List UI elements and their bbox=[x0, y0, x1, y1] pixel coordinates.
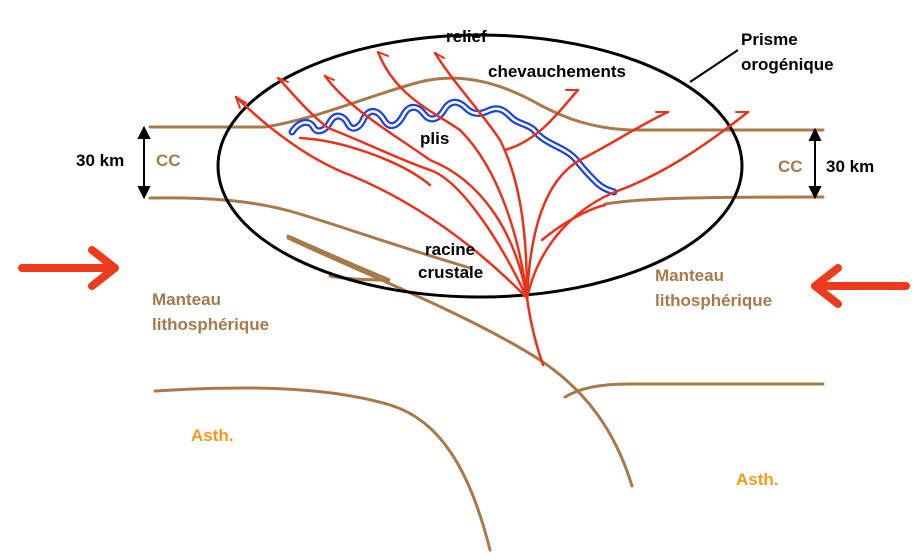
prism-ellipse bbox=[218, 35, 742, 297]
racine-label-line2: crustale bbox=[418, 263, 483, 282]
thickness-arrowhead-left-bottom bbox=[139, 187, 149, 197]
prisme-leader-line bbox=[690, 50, 738, 82]
relief-label: relief bbox=[446, 27, 487, 46]
thickness-markers bbox=[139, 128, 820, 197]
mantle-label-right-line2: lithosphérique bbox=[655, 291, 772, 310]
asthenosphere-label-right: Asth. bbox=[736, 470, 779, 489]
fault-10 bbox=[542, 205, 605, 240]
subducted-crust-sliver bbox=[288, 236, 390, 280]
thickness-label-left: 30 km bbox=[76, 151, 124, 170]
asthenosphere-label-left: Asth. bbox=[191, 426, 234, 445]
compression-arrow-left bbox=[22, 250, 115, 286]
continental-crust-label-left: CC bbox=[156, 151, 181, 170]
lithosphere-base-left bbox=[155, 388, 490, 550]
thrust-faults bbox=[236, 52, 748, 365]
lithosphere-base-right bbox=[565, 384, 823, 397]
plis-label: plis bbox=[420, 129, 449, 148]
moho-right bbox=[605, 197, 823, 204]
mantle-label-right-line1: Manteau bbox=[655, 266, 724, 285]
thickness-arrowhead-left-top bbox=[139, 128, 149, 138]
mantle-label-left-line2: lithosphérique bbox=[152, 315, 269, 334]
ellipse-outline bbox=[218, 35, 742, 297]
racine-label-line1: racine bbox=[425, 240, 475, 259]
chevauchements-label: chevauchements bbox=[488, 62, 626, 81]
compression-arrow-right bbox=[815, 268, 906, 304]
mantle-label-left-line1: Manteau bbox=[152, 290, 221, 309]
prisme-label-line2: orogénique bbox=[741, 55, 834, 74]
prisme-label-line1: Prisme bbox=[741, 30, 798, 49]
fault-tick-arrows bbox=[236, 52, 748, 112]
thickness-arrowhead-right-bottom bbox=[810, 187, 820, 197]
thickness-label-right: 30 km bbox=[826, 157, 874, 176]
continental-crust-label-right: CC bbox=[778, 157, 803, 176]
moho-left bbox=[150, 198, 470, 268]
